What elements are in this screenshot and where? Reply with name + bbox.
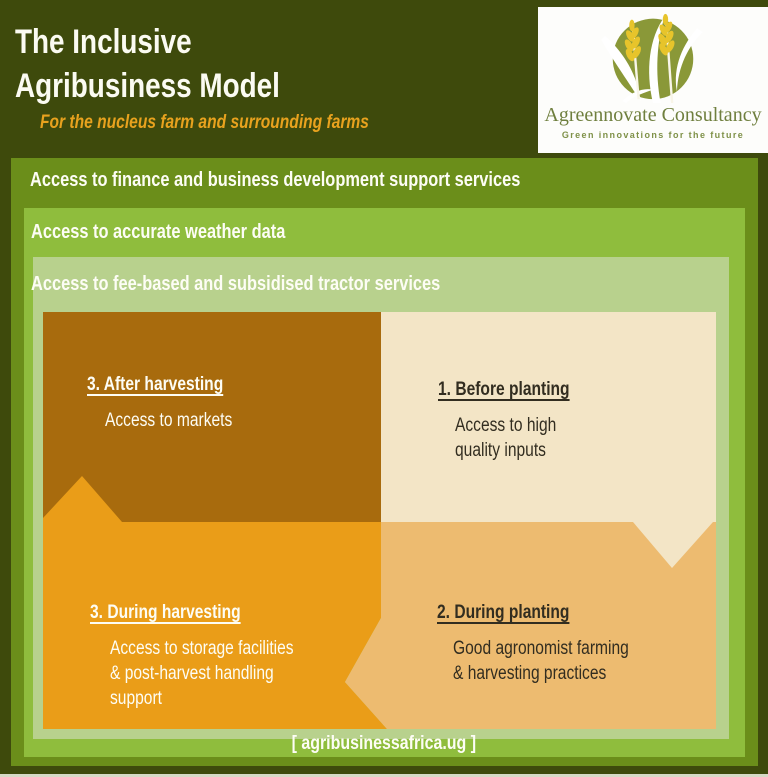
- quadrant-heading: 3. During harvesting: [90, 602, 241, 623]
- quadrant-during-harvesting-text: 3. During harvesting Access to storage f…: [90, 602, 334, 711]
- cycle-diagram: 3. After harvesting Access to markets 1.…: [43, 312, 716, 729]
- quadrant-during-planting-text: 2. During planting Good agronomist farmi…: [437, 602, 667, 686]
- quadrant-body: Access to high quality inputs: [455, 415, 557, 462]
- page-title: The Inclusive Agribusiness Model: [15, 20, 338, 108]
- wheat-heads: [624, 13, 675, 62]
- quadrant-heading: 2. During planting: [437, 602, 570, 623]
- quadrant-during-harvesting-shape: [43, 476, 387, 729]
- title-line-2: Agribusiness Model: [15, 67, 280, 106]
- brand-name: Agreennovate Consultancy: [544, 104, 762, 126]
- band-weather-label: Access to accurate weather data: [31, 221, 286, 243]
- logo-box: Agreennovate Consultancy Green innovatio…: [538, 7, 768, 153]
- bottom-edge-line: [0, 774, 768, 777]
- cycle-shapes: [43, 312, 716, 729]
- quadrant-after-harvesting-text: 3. After harvesting Access to markets: [87, 374, 260, 433]
- band-finance-label: Access to finance and business developme…: [30, 169, 521, 191]
- band-tractor-label: Access to fee-based and subsidised tract…: [31, 273, 441, 295]
- quadrant-body: Access to markets: [105, 410, 233, 431]
- brand-tagline: Green innovations for the future: [561, 130, 745, 140]
- quadrant-body: Good agronomist farming & harvesting pra…: [453, 638, 629, 685]
- quadrant-after-harvesting-shape: [43, 312, 381, 522]
- title-line-1: The Inclusive: [15, 23, 192, 61]
- quadrant-body: Access to storage facilities & post-harv…: [110, 638, 294, 710]
- quadrant-heading: 3. After harvesting: [87, 374, 224, 395]
- page-subtitle: For the nucleus farm and surrounding far…: [40, 112, 369, 133]
- quadrant-before-planting-shape: [381, 312, 716, 568]
- quadrant-heading: 1. Before planting: [438, 379, 570, 400]
- quadrant-during-planting-shape: [345, 522, 716, 729]
- quadrant-before-planting-text: 1. Before planting Access to high qualit…: [438, 379, 598, 463]
- wheat-circle-icon: [601, 13, 703, 103]
- website-url-link[interactable]: [ agribusinessafrica.ug ]: [291, 733, 477, 754]
